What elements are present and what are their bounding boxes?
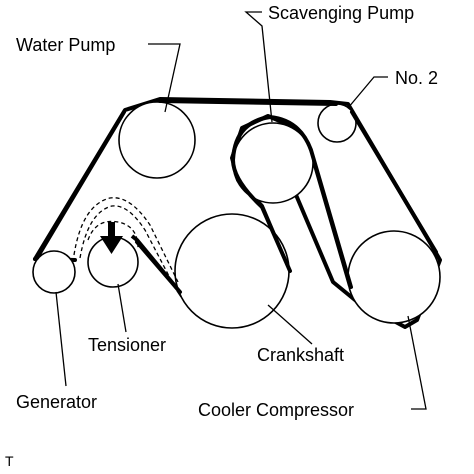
cooler-compressor-label: Cooler Compressor — [198, 400, 354, 420]
tensioner-label: Tensioner — [88, 335, 166, 355]
no2-pulley — [317, 103, 357, 143]
water-pump-leader — [148, 43, 181, 113]
belt-segment-tensioner-crank — [135, 240, 182, 294]
belt-segment-right — [350, 110, 438, 254]
tensioner-arrow-head — [100, 236, 123, 254]
water-pump-label: Water Pump — [16, 35, 115, 55]
tensioner-alt-pulley — [87, 220, 139, 249]
tensioner-arrow-shaft — [108, 222, 115, 238]
cooler-compressor-pulley — [347, 230, 441, 324]
tensioner-alt-position-outline — [73, 197, 179, 283]
belt-segment-scav-left — [231, 115, 353, 289]
corner-mark: T — [5, 453, 14, 469]
no2-label: No. 2 — [395, 68, 438, 88]
generator-leader — [55, 291, 67, 387]
tensioner-alt-position-outline-2 — [79, 205, 171, 279]
generator-label: Generator — [16, 392, 97, 412]
belt-segment-left — [35, 110, 126, 260]
cooler-compressor-leader — [407, 315, 427, 410]
no2-leader — [347, 76, 388, 109]
tensioner-leader — [117, 283, 127, 333]
crankshaft-leader — [267, 304, 313, 345]
belt-segment-top — [158, 99, 338, 106]
scavenging-pump-leader — [244, 11, 273, 123]
generator-pulley — [32, 250, 76, 294]
scavenging-pump-label: Scavenging Pump — [268, 3, 414, 23]
water-pump-pulley — [118, 101, 196, 179]
crankshaft-label: Crankshaft — [257, 345, 344, 365]
